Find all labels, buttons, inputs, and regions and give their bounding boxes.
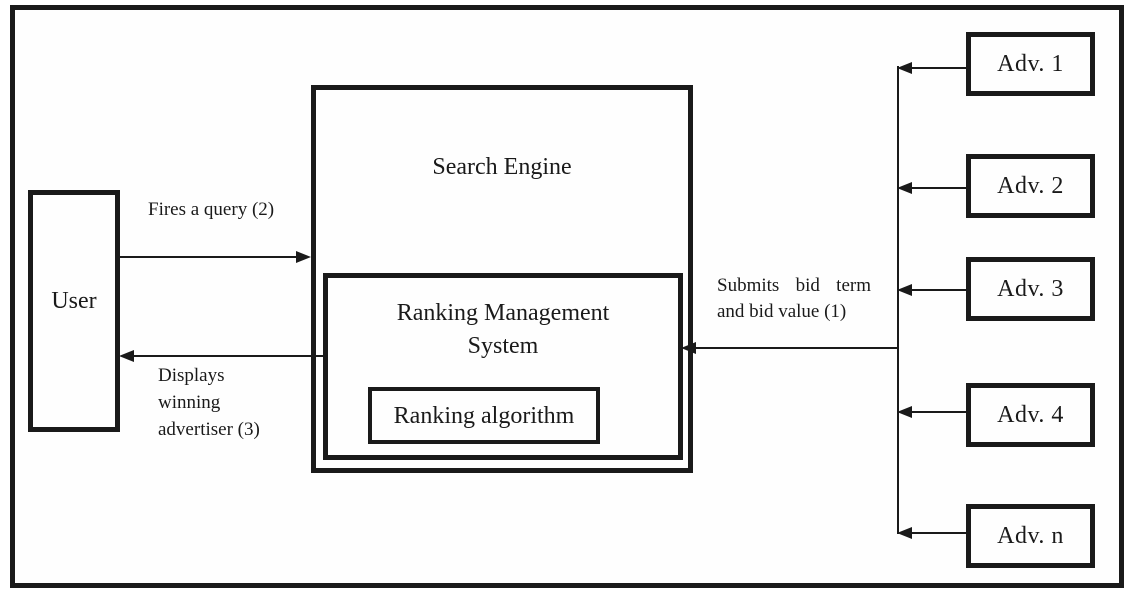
advertiser-box-3: Adv. 3	[966, 257, 1095, 321]
displays-label-line1: Displays	[158, 365, 225, 386]
arrow-adv3-to-bus-head-icon	[897, 284, 912, 296]
ranking-algorithm-box: Ranking algorithm	[368, 387, 600, 444]
advertiser-bus-line	[897, 66, 899, 534]
advertiser-label-3: Adv. 3	[997, 276, 1064, 302]
displays-winning-advertiser-label: Displays winning advertiser (3)	[158, 362, 260, 443]
arrow-advn-to-bus-line	[911, 532, 966, 534]
ranking-management-system-label: Ranking Management System	[323, 297, 683, 363]
submits-label-line1: Submits bid term	[717, 275, 871, 296]
submits-label-line2: and bid value (1)	[717, 301, 847, 322]
arrow-adv4-to-bus-head-icon	[897, 406, 912, 418]
arrow-user-to-search-engine-line	[120, 256, 298, 258]
advertiser-label-4: Adv. 4	[997, 402, 1064, 428]
advertiser-box-2: Adv. 2	[966, 154, 1095, 218]
arrow-adv2-to-bus-line	[911, 187, 966, 189]
arrow-adv1-to-bus-line	[911, 67, 966, 69]
arrow-adv3-to-bus-line	[911, 289, 966, 291]
fires-query-label: Fires a query (2)	[148, 199, 275, 220]
displays-label-line2: winning	[158, 392, 221, 413]
arrow-rms-to-user-head-icon	[119, 350, 134, 362]
search-engine-label: Search Engine	[432, 154, 572, 180]
rms-label-line2: System	[467, 333, 539, 359]
submits-bid-label: Submits bid term and bid value (1)	[717, 273, 871, 325]
arrow-adv2-to-bus-head-icon	[897, 182, 912, 194]
advertiser-label-n: Adv. n	[997, 523, 1064, 549]
ranking-management-system-box	[323, 273, 683, 460]
search-engine-box	[311, 85, 693, 473]
arrow-bus-to-rms-head-icon	[681, 342, 696, 354]
advertiser-box-1: Adv. 1	[966, 32, 1095, 96]
arrow-adv1-to-bus-head-icon	[897, 62, 912, 74]
displays-label-line3: advertiser (3)	[158, 419, 260, 440]
advertiser-box-n: Adv. n	[966, 504, 1095, 568]
user-label: User	[51, 288, 97, 314]
arrow-advn-to-bus-head-icon	[897, 527, 912, 539]
rms-label-line1: Ranking Management	[396, 300, 610, 326]
ranking-algorithm-label: Ranking algorithm	[393, 402, 575, 429]
user-box: User	[28, 190, 120, 432]
advertiser-box-4: Adv. 4	[966, 383, 1095, 447]
diagram-frame	[10, 5, 1124, 588]
arrow-rms-to-user-line	[133, 355, 323, 357]
arrow-adv4-to-bus-line	[911, 411, 966, 413]
arrow-user-to-search-engine-head-icon	[296, 251, 311, 263]
advertiser-label-2: Adv. 2	[997, 173, 1064, 199]
advertiser-label-1: Adv. 1	[997, 51, 1064, 77]
arrow-bus-to-rms-line	[694, 347, 898, 349]
